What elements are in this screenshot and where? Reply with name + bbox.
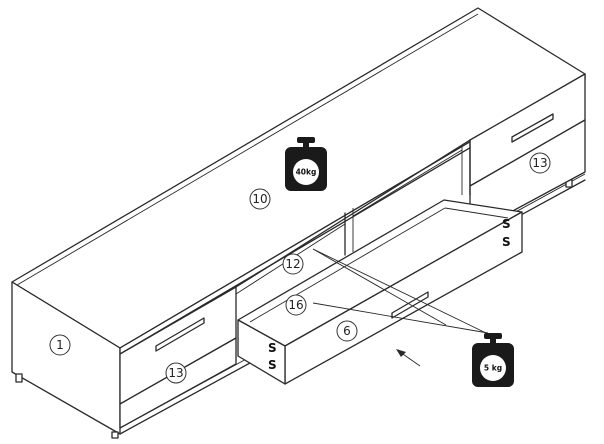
foot-front — [111, 431, 119, 439]
part-label-1: 1 — [49, 334, 71, 356]
weight-leader-2 — [312, 248, 487, 334]
part-label-12: 12 — [282, 253, 304, 275]
svg-text:13: 13 — [532, 156, 547, 170]
weight-icon-5kg: 5 kg — [472, 333, 514, 387]
svg-text:10: 10 — [252, 192, 267, 206]
right-drawer-handle — [511, 113, 554, 143]
open-drawer-rail — [312, 248, 447, 326]
open-drawer-inner-edge-2 — [444, 207, 509, 219]
open-drawer-left-side — [237, 319, 286, 385]
foot-left — [15, 373, 23, 383]
screw-mark-right-2: S — [502, 235, 511, 249]
svg-text:1: 1 — [56, 338, 64, 352]
svg-text:12: 12 — [285, 257, 300, 271]
svg-text:13: 13 — [168, 366, 183, 380]
part-label-13-left: 13 — [165, 362, 187, 384]
screw-mark-right-1: S — [502, 217, 511, 231]
cabinet-top-edge — [11, 13, 479, 289]
screw-mark-left-1: S — [268, 341, 277, 355]
weight-icon-40kg: 40kg — [285, 137, 327, 191]
push-arrow-head — [396, 349, 406, 357]
left-drawer-handle — [155, 317, 205, 352]
weight-label-40kg: 40kg — [296, 168, 317, 177]
open-drawer-inner-edge — [249, 207, 446, 323]
svg-text:6: 6 — [343, 324, 351, 338]
weight-label-5kg: 5 kg — [484, 364, 502, 373]
svg-text:16: 16 — [288, 298, 303, 312]
part-label-16: 16 — [285, 294, 307, 316]
middle-shelf-inner-2 — [352, 149, 463, 217]
weight-leader-1 — [312, 302, 489, 334]
screw-mark-left-2: S — [268, 358, 277, 372]
part-label-6: 6 — [336, 320, 358, 342]
part-label-13-right: 13 — [529, 152, 551, 174]
part-label-10: 10 — [249, 188, 271, 210]
